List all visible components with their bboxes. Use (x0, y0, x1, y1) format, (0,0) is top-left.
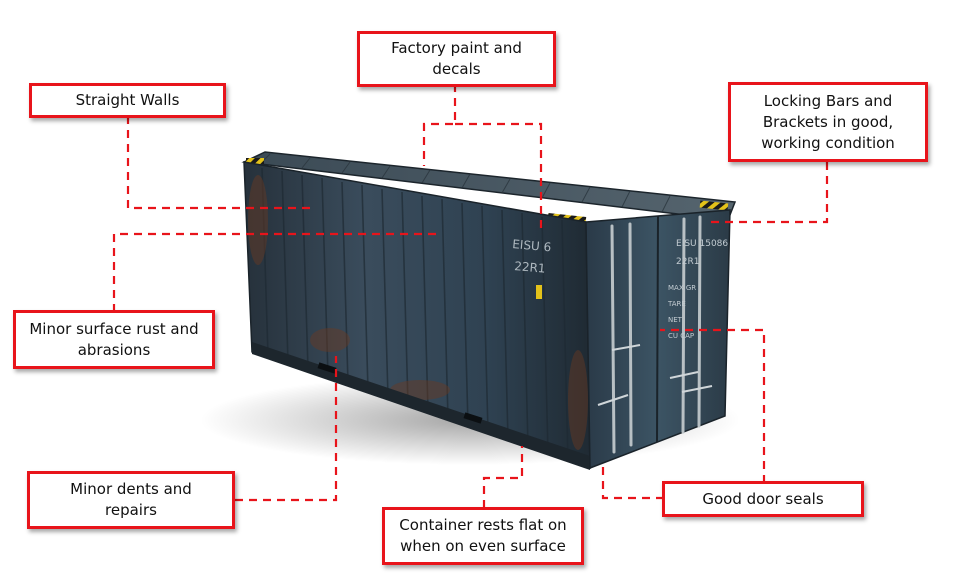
hazard-stripe-right (699, 200, 729, 211)
callout-surface-rust-text: Minor surface rust and abrasions (29, 319, 199, 359)
leader-factory-paint (422, 84, 457, 166)
side-type: 22R1 (514, 259, 546, 276)
door-split (656, 215, 659, 443)
side-corrugations (261, 167, 569, 461)
leader-door-seals (601, 462, 664, 500)
door-code: EISU 15086 (676, 239, 728, 249)
callout-factory-paint: Factory paint and decals (357, 31, 556, 87)
door-type: 22R1 (676, 257, 699, 267)
door-max-gr: MAX GR (668, 284, 696, 292)
leader-lines (112, 84, 829, 508)
callout-door-seals-text: Good door seals (702, 489, 824, 508)
leader-dents (235, 356, 338, 502)
leader-surface-rust (112, 232, 440, 312)
callout-dents-repairs: Minor dents and repairs (27, 471, 235, 529)
forklift-pockets (317, 362, 483, 424)
callout-rests-flat-text: Container rests flat on when on even sur… (399, 516, 567, 555)
leader-rests-flat (482, 446, 524, 508)
door-net: NET (668, 316, 683, 324)
container-roof (241, 151, 737, 221)
callout-dents-repairs-text: Minor dents and repairs (70, 480, 192, 519)
callout-straight-walls-text: Straight Walls (75, 91, 180, 109)
door-cu-cap: CU CAP (668, 332, 694, 340)
door-tare: TARE (667, 300, 686, 308)
callout-surface-rust: Minor surface rust and abrasions (13, 310, 215, 369)
locking-bars (610, 215, 702, 454)
callout-factory-paint-text: Factory paint and decals (391, 39, 522, 78)
leader-factory-paint-2 (455, 122, 543, 233)
yellow-sticker (536, 285, 542, 299)
side-code: EISU 6 (512, 237, 552, 254)
callout-locking-bars-text: Locking Bars and Brackets in good, worki… (761, 91, 895, 152)
leader-locking-bars (710, 162, 829, 224)
leader-straight-walls (126, 116, 310, 210)
hazard-stripe-left (246, 158, 264, 164)
callout-locking-bars: Locking Bars and Brackets in good, worki… (728, 82, 928, 162)
callout-straight-walls: Straight Walls (29, 83, 226, 118)
callout-rests-flat: Container rests flat on when on even sur… (382, 507, 584, 565)
locking-handles (597, 344, 713, 406)
callout-door-seals: Good door seals (662, 481, 864, 517)
rust-patches (248, 175, 588, 450)
